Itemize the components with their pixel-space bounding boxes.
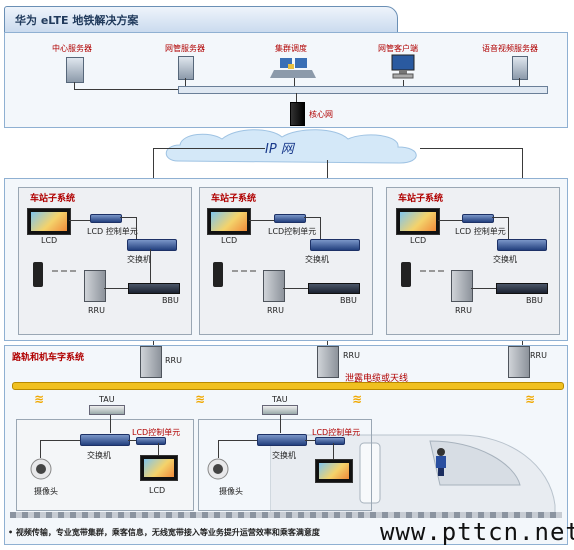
leaky-cable-label: 泄露电缆或天线 bbox=[345, 374, 409, 384]
tau-icon bbox=[262, 405, 298, 415]
switch-icon bbox=[310, 239, 360, 251]
switch-icon bbox=[127, 239, 177, 251]
lcd-label: LCD bbox=[410, 236, 427, 245]
server-label-nms: 网管服务器 bbox=[165, 44, 205, 53]
train-car bbox=[198, 419, 372, 511]
wireless-signal-icon: ≋ bbox=[195, 392, 206, 406]
bbu-label: BBU bbox=[526, 296, 543, 305]
desktop-pc-icon bbox=[390, 54, 416, 80]
server-label-media: 语音视频服务器 bbox=[482, 44, 538, 53]
core-network-label: 核心网 bbox=[309, 110, 333, 119]
switch-label: 交换机 bbox=[493, 255, 517, 264]
lcd-screen-icon bbox=[396, 208, 440, 235]
dispatch-console-icon bbox=[270, 56, 316, 78]
lcd-controller-label: LCD控制单元 bbox=[132, 428, 181, 437]
server-label-dispatch: 集群调度 bbox=[275, 44, 307, 53]
bbu-label: BBU bbox=[340, 296, 357, 305]
rru-icon bbox=[451, 270, 473, 302]
lcd-controller-label: LCD 控制单元 bbox=[455, 227, 506, 236]
bbu-label: BBU bbox=[162, 296, 179, 305]
wireless-signal-icon bbox=[52, 270, 76, 276]
bbu-icon bbox=[308, 283, 360, 294]
lcd-controller-label: LCD控制单元 bbox=[312, 428, 361, 437]
server-icon bbox=[512, 56, 528, 80]
station-title: 车站子系统 bbox=[211, 194, 257, 204]
lcd-screen-icon bbox=[27, 208, 71, 235]
tau-label: TAU bbox=[272, 395, 288, 404]
radio-terminal-icon bbox=[33, 262, 43, 287]
driver-icon bbox=[432, 447, 450, 477]
radio-terminal-icon bbox=[213, 262, 223, 287]
lcd-controller-icon bbox=[136, 437, 166, 445]
wireless-signal-icon: ≋ bbox=[352, 392, 363, 406]
rru-icon bbox=[508, 346, 530, 378]
switch-icon bbox=[80, 434, 130, 446]
ip-cloud-label: IP 网 bbox=[265, 142, 294, 157]
lcd-screen-icon bbox=[140, 455, 178, 481]
lcd-screen-icon bbox=[207, 208, 251, 235]
tau-icon bbox=[89, 405, 125, 415]
camera-icon bbox=[207, 458, 229, 480]
title-tab: 华为 eLTE 地铁解决方案 bbox=[4, 6, 398, 34]
tau-label: TAU bbox=[99, 395, 115, 404]
ip-cloud bbox=[160, 127, 425, 171]
track-rru-label: RRU bbox=[343, 351, 360, 360]
switch-label: 交换机 bbox=[87, 451, 111, 460]
station-title: 车站子系统 bbox=[30, 194, 76, 204]
train-silhouette bbox=[269, 415, 560, 525]
rru-icon bbox=[263, 270, 285, 302]
footer-note: • 视频传输，专业宽带集群，乘客信息，无线宽带接入等业务提升运营效率和乘客满意度 bbox=[8, 528, 320, 537]
switch-icon bbox=[497, 239, 547, 251]
lcd-label: LCD bbox=[221, 236, 238, 245]
lcd-controller-icon bbox=[90, 214, 122, 223]
server-bus bbox=[178, 86, 548, 94]
bbu-icon bbox=[496, 283, 548, 294]
wireless-signal-icon bbox=[232, 270, 256, 276]
lcd-controller-icon bbox=[315, 437, 345, 445]
wireless-signal-icon: ≋ bbox=[34, 392, 45, 406]
track-rru-label: RRU bbox=[530, 351, 547, 360]
rru-label: RRU bbox=[267, 306, 284, 315]
rru-icon bbox=[317, 346, 339, 378]
rru-icon bbox=[140, 346, 162, 378]
bbu-icon bbox=[128, 283, 180, 294]
lcd-controller-icon bbox=[462, 214, 494, 223]
camera-label: 摄像头 bbox=[219, 487, 243, 496]
switch-label: 交换机 bbox=[305, 255, 329, 264]
camera-icon bbox=[30, 458, 52, 480]
wireless-signal-icon bbox=[420, 270, 444, 276]
leaky-cable bbox=[12, 382, 564, 390]
rail-track bbox=[10, 512, 562, 518]
watermark: www.pttcn.net bbox=[380, 518, 574, 546]
lcd-controller-label: LCD 控制单元 bbox=[87, 227, 138, 236]
server-icon bbox=[66, 57, 84, 83]
switch-icon bbox=[257, 434, 307, 446]
camera-label: 摄像头 bbox=[34, 487, 58, 496]
switch-label: 交换机 bbox=[272, 451, 296, 460]
wireless-signal-icon: ≋ bbox=[525, 392, 536, 406]
lcd-label: LCD bbox=[149, 486, 166, 495]
core-network-icon bbox=[290, 102, 305, 126]
server-icon bbox=[178, 56, 194, 80]
lcd-controller-label: LCD控制单元 bbox=[268, 227, 317, 236]
switch-label: 交换机 bbox=[127, 255, 151, 264]
rru-label: RRU bbox=[455, 306, 472, 315]
core-panel bbox=[4, 32, 568, 128]
radio-terminal-icon bbox=[401, 262, 411, 287]
rru-label: RRU bbox=[88, 306, 105, 315]
page-title: 华为 eLTE 地铁解决方案 bbox=[15, 14, 139, 27]
track-title: 路轨和机车字系统 bbox=[12, 353, 85, 363]
lcd-label: LCD bbox=[41, 236, 58, 245]
server-label-central: 中心服务器 bbox=[52, 44, 92, 53]
track-rru-label: RRU bbox=[165, 356, 182, 365]
lcd-controller-icon bbox=[274, 214, 306, 223]
rru-icon bbox=[84, 270, 106, 302]
station-title: 车站子系统 bbox=[398, 194, 444, 204]
lcd-screen-icon bbox=[315, 459, 353, 483]
server-label-nms-client: 网管客户端 bbox=[378, 44, 418, 53]
